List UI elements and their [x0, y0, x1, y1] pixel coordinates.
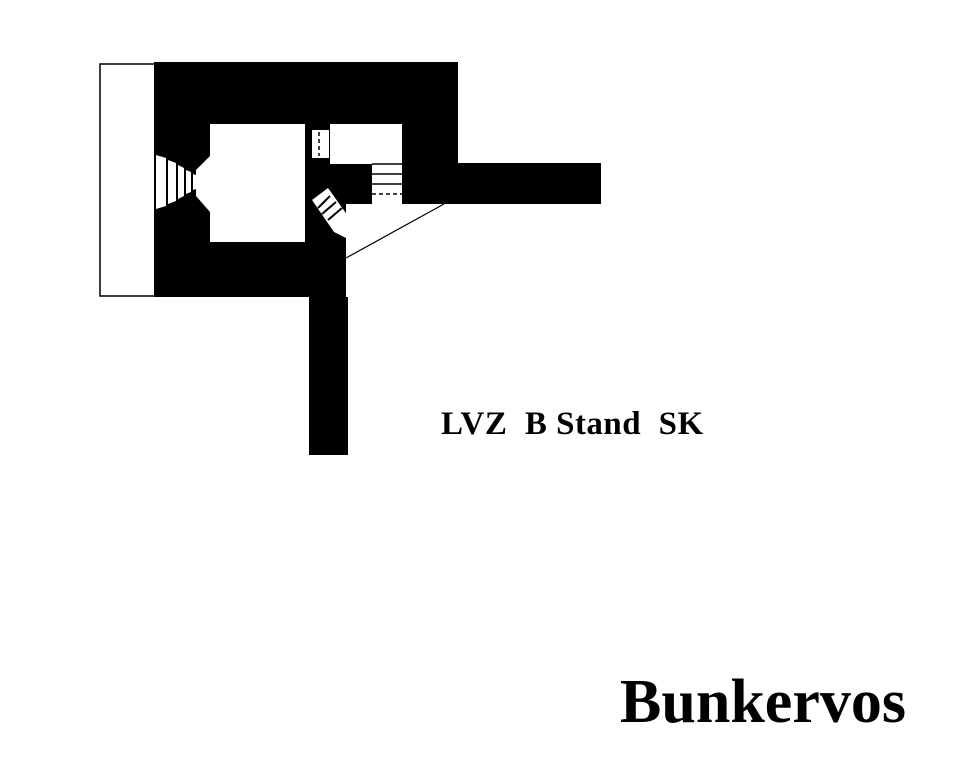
east-corridor-wall: [456, 163, 601, 204]
stair-steps-icon: [372, 163, 402, 195]
angled-passage: [312, 188, 348, 238]
credit-label: Bunkervos: [620, 668, 906, 736]
stepped-embrasure-icon: [156, 155, 196, 209]
main-room: [196, 124, 305, 242]
entrance-courtyard: [346, 204, 458, 297]
front-annex: [99, 63, 157, 297]
bunker-type-label: LVZ B Stand SK: [441, 406, 704, 442]
south-corridor-wall: [309, 295, 348, 455]
courtyard-diagonal: [345, 203, 445, 259]
door-opening-icon: [312, 130, 329, 158]
stair-well: [372, 152, 402, 204]
